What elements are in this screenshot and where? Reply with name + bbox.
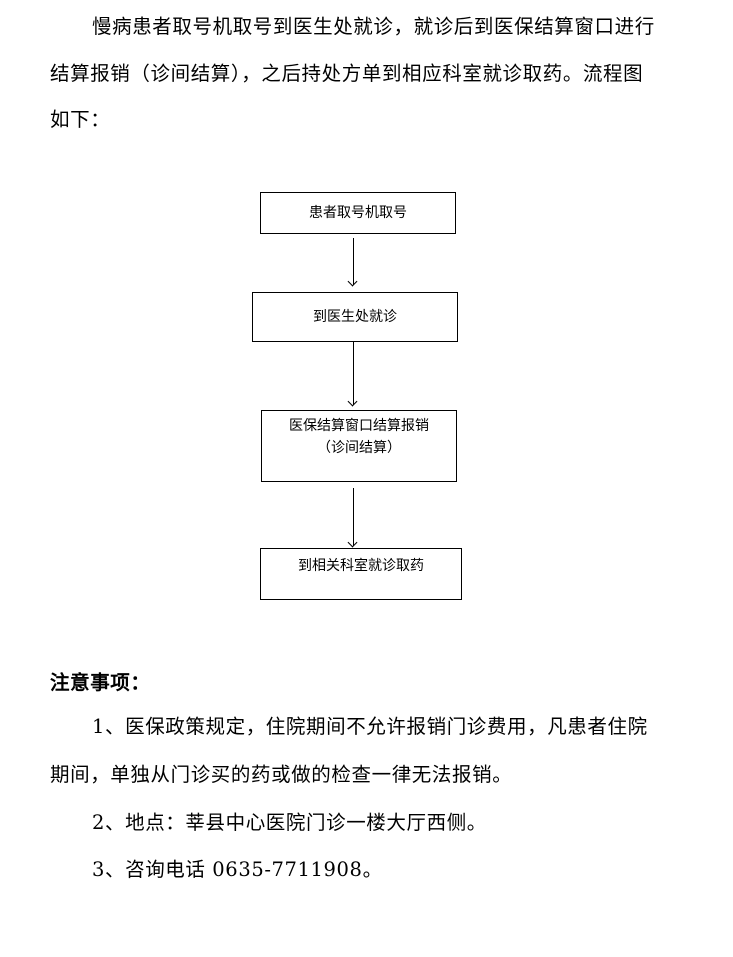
- flow-arrow-2: [353, 342, 354, 405]
- flow-step-1-label: 患者取号机取号: [309, 205, 407, 221]
- note-line-2: 期间，单独从门诊买的药或做的检查一律无法报销。: [50, 763, 513, 786]
- flow-step-3: 医保结算窗口结算报销 （诊间结算）: [261, 410, 457, 482]
- flow-arrow-3: [353, 488, 354, 546]
- notes-heading: 注意事项：: [50, 671, 151, 694]
- note-line-4: 3、咨询电话 0635-7711908。: [92, 858, 383, 881]
- flow-arrow-1: [353, 238, 354, 285]
- flow-step-4-label: 到相关科室就诊取药: [298, 558, 424, 574]
- flow-step-4: 到相关科室就诊取药: [260, 548, 462, 600]
- intro-line-3: 如下：: [50, 108, 111, 131]
- intro-line-1: 慢病患者取号机取号到医生处就诊，就诊后到医保结算窗口进行: [92, 15, 655, 38]
- intro-line-2: 结算报销（诊间结算），之后持处方单到相应科室就诊取药。流程图: [50, 62, 644, 85]
- flow-step-2: 到医生处就诊: [252, 292, 458, 342]
- flow-step-3-label: 医保结算窗口结算报销: [289, 418, 429, 434]
- flow-step-3-sublabel: （诊间结算）: [317, 440, 401, 456]
- note-line-3: 2、地点：莘县中心医院门诊一楼大厅西侧。: [92, 811, 487, 834]
- flow-step-1: 患者取号机取号: [260, 192, 456, 234]
- flow-step-2-label: 到医生处就诊: [313, 309, 397, 325]
- note-line-1: 1、医保政策规定，住院期间不允许报销门诊费用，凡患者住院: [92, 715, 648, 738]
